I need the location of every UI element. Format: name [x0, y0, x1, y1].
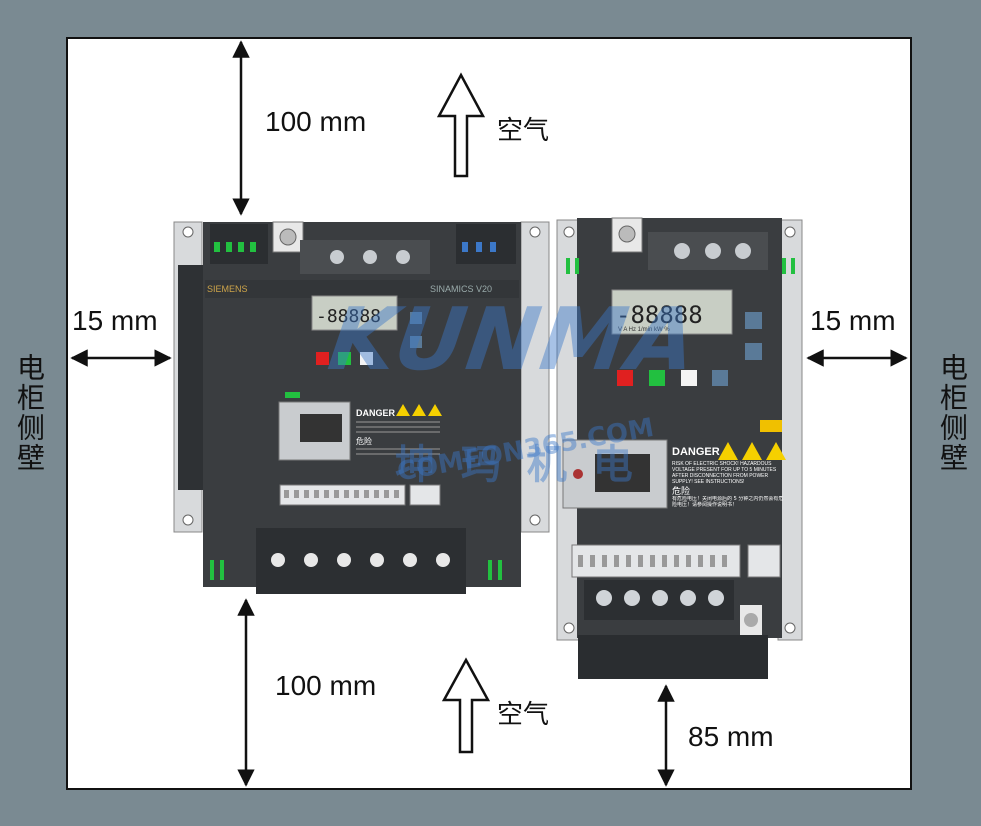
- inverter-left-lcd: [311, 295, 398, 331]
- inverter-left-model: SINAMICS V20: [430, 284, 492, 294]
- inverter-right-up-key[interactable]: [745, 312, 762, 329]
- clearance-top-left-label: 100 mm: [265, 106, 367, 137]
- watermark-brand: KUNMA: [322, 290, 705, 390]
- inverter-left-menu-key[interactable]: [360, 352, 373, 365]
- cabinet-wall-left: 电柜侧壁: [0, 10, 58, 816]
- inverter-left-danger: DANGER: [356, 408, 396, 418]
- inverter-left-stop-key[interactable]: [316, 352, 329, 365]
- cabinet-wall-right: 电柜侧壁: [923, 10, 981, 816]
- inverter-right-down-key[interactable]: [745, 343, 762, 360]
- inverter-right: -88888 V A Hz 1/min kW % DANGER RISK OF …: [556, 217, 803, 679]
- inverter-left: SIEMENS SINAMICS V20 -88888 DANGER 危险: [173, 221, 550, 594]
- clearance-right-side-label: 15 mm: [810, 305, 896, 336]
- clearance-bottom-left-label: 100 mm: [275, 670, 377, 701]
- inverter-right-ok-key[interactable]: [712, 370, 728, 386]
- inverter-right-stop-key[interactable]: [617, 370, 633, 386]
- inverter-right-lcd: [611, 289, 733, 335]
- inverter-right-danger-cn: 危险: [672, 485, 690, 497]
- inverter-right-menu-key[interactable]: [681, 370, 697, 386]
- inverter-right-lcd-units: V A Hz 1/min kW %: [618, 327, 670, 333]
- inverter-left-brand: SIEMENS: [207, 284, 248, 294]
- inverter-left-lcd-value: -88888: [316, 306, 381, 327]
- watermark-cn: 坤 玛 机 电: [395, 442, 639, 488]
- dimension-arrows: [70, 40, 908, 787]
- inverter-left-control-terminals: [279, 484, 406, 506]
- airflow-bottom-label: 空气: [497, 700, 550, 730]
- inverter-left-run-key[interactable]: [338, 352, 351, 365]
- inverter-right-danger-cn-text: 有危险电压！关闭电源后的 5 分钟之内仍然会有危险电压！请参阅操作说明书！: [672, 496, 784, 508]
- airflow-arrow-bottom: [441, 657, 491, 754]
- inverter-left-power-terminals: [256, 528, 466, 594]
- clearance-left-side-label: 15 mm: [72, 305, 158, 336]
- mounting-ear-right: [520, 221, 550, 533]
- cabinet-wall-left-label: 电柜侧壁: [13, 353, 46, 473]
- airflow-arrow-top-outline: [436, 72, 486, 178]
- inverter-right-danger-text: RISK OF ELECTRIC SHOCK! HAZARDOUS VOLTAG…: [672, 461, 777, 485]
- inverter-left-danger-cn: 危险: [356, 436, 372, 446]
- inverter-right-danger: DANGER: [672, 446, 720, 458]
- cabinet-wall-right-label: 电柜侧壁: [936, 353, 969, 473]
- airflow-top-label: 空气: [497, 116, 550, 146]
- inverter-right-run-key[interactable]: [649, 370, 665, 386]
- clearance-bottom-right-label: 85 mm: [688, 721, 774, 752]
- inverter-right-bottom-module: [578, 635, 768, 679]
- inverter-right-lcd-value: -88888: [616, 301, 703, 329]
